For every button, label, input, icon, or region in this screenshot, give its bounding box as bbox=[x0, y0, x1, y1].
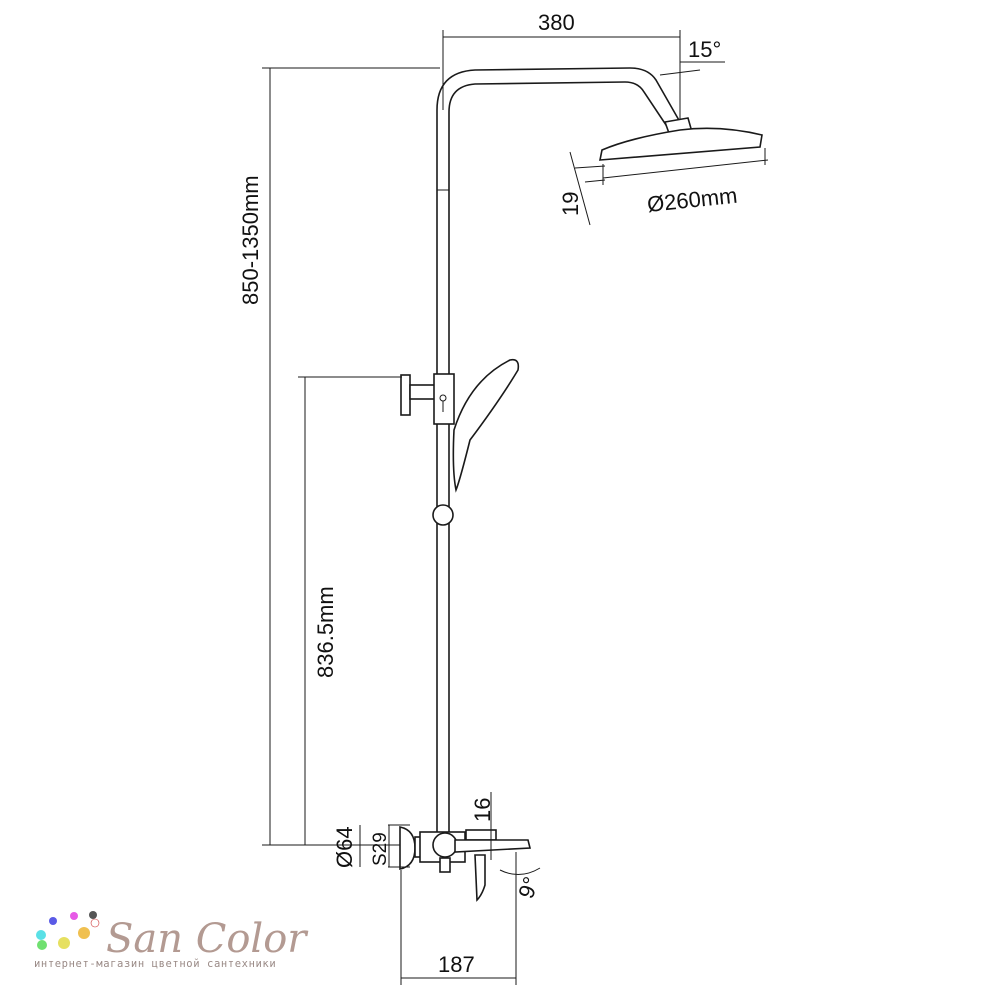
dimension-15deg: 15° bbox=[659, 37, 725, 76]
logo-dot bbox=[78, 927, 90, 939]
dim-head-angle: 15° bbox=[688, 37, 721, 62]
logo-dot bbox=[36, 930, 46, 940]
logo-dot bbox=[70, 912, 78, 920]
sancolor-logo: San Color интернет-магазин цветной санте… bbox=[34, 911, 309, 970]
bath-mixer: Ø64 S29 16 9° 187 bbox=[332, 792, 544, 985]
dim-head-thickness: 19 bbox=[558, 192, 583, 216]
dimension-holder-height: 836.5mm bbox=[298, 376, 402, 845]
dim-arm-length: 380 bbox=[538, 10, 575, 35]
dim-head-diameter: Ø260mm bbox=[646, 183, 739, 217]
dim-spout-angle: 9° bbox=[513, 873, 544, 901]
dimension-380: 380 bbox=[442, 10, 681, 120]
dim-spout-offset: 16 bbox=[470, 798, 495, 822]
logo-name: San Color bbox=[106, 916, 309, 962]
dim-height-range: 850-1350mm bbox=[238, 175, 263, 305]
shower-column bbox=[436, 67, 681, 835]
shower-head: 19 Ø260mm bbox=[558, 117, 769, 226]
dim-flange-diameter: Ø64 bbox=[332, 826, 357, 868]
logo-dot bbox=[90, 918, 100, 928]
logo-dot bbox=[49, 917, 57, 925]
logo-dot bbox=[89, 911, 97, 919]
dimension-height-range: 850-1350mm bbox=[238, 67, 440, 846]
logo-tagline: интернет-магазин цветной сантехники bbox=[34, 958, 276, 970]
handshower-holder bbox=[400, 358, 520, 526]
logo-dot bbox=[37, 940, 47, 950]
dim-connection: S29 bbox=[370, 832, 391, 866]
dim-holder-height: 836.5mm bbox=[313, 586, 338, 678]
logo-dot bbox=[58, 937, 70, 949]
dim-mixer-depth: 187 bbox=[438, 952, 475, 977]
